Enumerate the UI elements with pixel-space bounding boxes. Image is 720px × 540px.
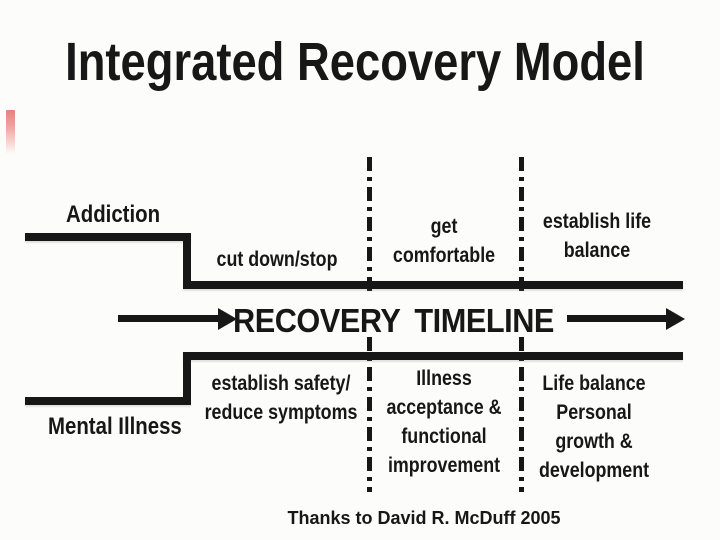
slide-title: Integrated Recovery Model	[65, 32, 645, 92]
bottom-timeline-line	[183, 352, 683, 360]
scan-artifact	[6, 110, 15, 154]
attribution-caption: Thanks to David R. McDuff 2005	[287, 508, 561, 528]
timeline-arrow-right-head-icon	[666, 308, 685, 330]
phase-divider-2-bottom	[519, 337, 524, 492]
timeline-arrow-left-head-icon	[218, 308, 237, 330]
phase-life-balance-growth: Life balance Personal growth & developme…	[538, 372, 650, 482]
top-timeline-line	[183, 281, 683, 289]
phase-get-comfortable: get comfortable	[392, 215, 496, 267]
addiction-label: Addiction	[66, 201, 161, 228]
phase-establish-safety: establish safety/ reduce symptoms	[204, 372, 358, 424]
mental-illness-label: Mental Illness	[48, 413, 182, 440]
mental-illness-step-up	[183, 352, 191, 405]
addiction-step-down	[183, 233, 191, 288]
mental-illness-line-low	[25, 397, 191, 405]
recovery-timeline-label: RECOVERY TIMELINE	[233, 302, 554, 339]
phase-illness-acceptance: Illness acceptance & functional improvem…	[386, 367, 502, 477]
phase-establish-life-balance: establish life balance	[542, 210, 652, 262]
phase-divider-1-bottom	[367, 337, 372, 492]
timeline-arrow-right-shaft	[567, 315, 668, 322]
phase-divider-2-top	[519, 157, 524, 297]
addiction-line-high	[25, 233, 191, 241]
timeline-arrow-left-shaft	[118, 315, 220, 322]
phase-divider-1-top	[367, 157, 372, 297]
phase-cut-down-stop: cut down/stop	[216, 248, 338, 271]
